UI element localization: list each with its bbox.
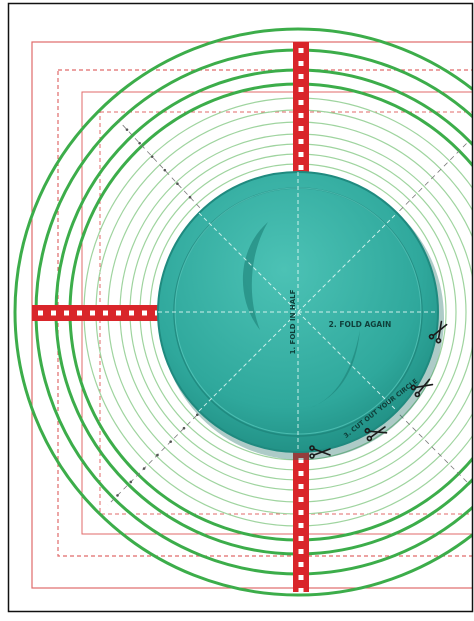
ruler-square bbox=[51, 310, 56, 316]
ruler-square bbox=[298, 100, 304, 105]
diagonal-tick bbox=[182, 426, 186, 430]
ruler-square bbox=[298, 458, 304, 463]
scissors-icon bbox=[428, 320, 448, 344]
diagonal-tick bbox=[125, 128, 129, 131]
fold-again-label: 2. FOLD AGAIN bbox=[329, 320, 392, 329]
scissors-icon bbox=[410, 378, 434, 398]
ruler-square bbox=[298, 536, 304, 541]
ruler-square bbox=[298, 139, 304, 144]
page-border bbox=[7, 2, 474, 613]
ruler-square bbox=[298, 113, 304, 118]
ruler-square bbox=[298, 588, 304, 593]
ruler-square bbox=[298, 48, 304, 53]
diagonal-tick bbox=[163, 168, 167, 172]
ruler-square bbox=[103, 310, 108, 316]
ruler-square bbox=[298, 61, 304, 66]
teal-disc: 1. FOLD IN HALF 2. FOLD AGAIN 3. CUT OUT… bbox=[157, 171, 444, 460]
diagonal-tick bbox=[169, 440, 172, 443]
ring-circle bbox=[13, 27, 473, 597]
ruler-square bbox=[298, 549, 304, 554]
diagonal-tick bbox=[129, 480, 133, 484]
diagonal-tick bbox=[142, 467, 146, 470]
ruler-bottom bbox=[293, 452, 309, 592]
ruler-square bbox=[298, 126, 304, 131]
diagonal-tick bbox=[156, 453, 159, 457]
diagonal-tick bbox=[196, 413, 199, 417]
diagonal-tick bbox=[188, 195, 192, 199]
ruler-square bbox=[142, 310, 147, 316]
diagonal-tick bbox=[176, 182, 179, 185]
ruler-top bbox=[293, 42, 309, 172]
diagonal-tick bbox=[150, 155, 154, 158]
ruler-square bbox=[298, 562, 304, 567]
ruler-left bbox=[32, 305, 160, 321]
ruler-square bbox=[298, 87, 304, 92]
ruler-square bbox=[298, 497, 304, 502]
scissors-icon bbox=[309, 445, 331, 459]
ruler-square bbox=[298, 74, 304, 79]
ruler-square bbox=[129, 310, 134, 316]
ruler-square bbox=[298, 165, 304, 170]
fold-in-half-label: 1. FOLD IN HALF bbox=[289, 289, 297, 354]
ruler-square bbox=[77, 310, 82, 316]
crescent-bottom bbox=[310, 330, 360, 408]
diagonal-tick bbox=[116, 494, 119, 497]
crescent-top bbox=[242, 222, 268, 330]
ruler-square bbox=[298, 484, 304, 489]
scissors-marks bbox=[309, 320, 448, 459]
ruler-square bbox=[298, 575, 304, 580]
ruler-square bbox=[116, 310, 121, 316]
ruler-square bbox=[90, 310, 95, 316]
ruler-square bbox=[298, 152, 304, 157]
ruler-square bbox=[298, 510, 304, 515]
ruler-square bbox=[38, 310, 43, 316]
ruler-square bbox=[298, 471, 304, 476]
ruler-square bbox=[64, 310, 69, 316]
diagonal-upper-left bbox=[117, 119, 299, 314]
fold-line-diagonal-b bbox=[198, 212, 398, 412]
scissors-icon bbox=[364, 426, 388, 442]
ruler-cross bbox=[32, 42, 309, 593]
ruler-square bbox=[298, 523, 304, 528]
diagonal-tick bbox=[138, 141, 141, 145]
